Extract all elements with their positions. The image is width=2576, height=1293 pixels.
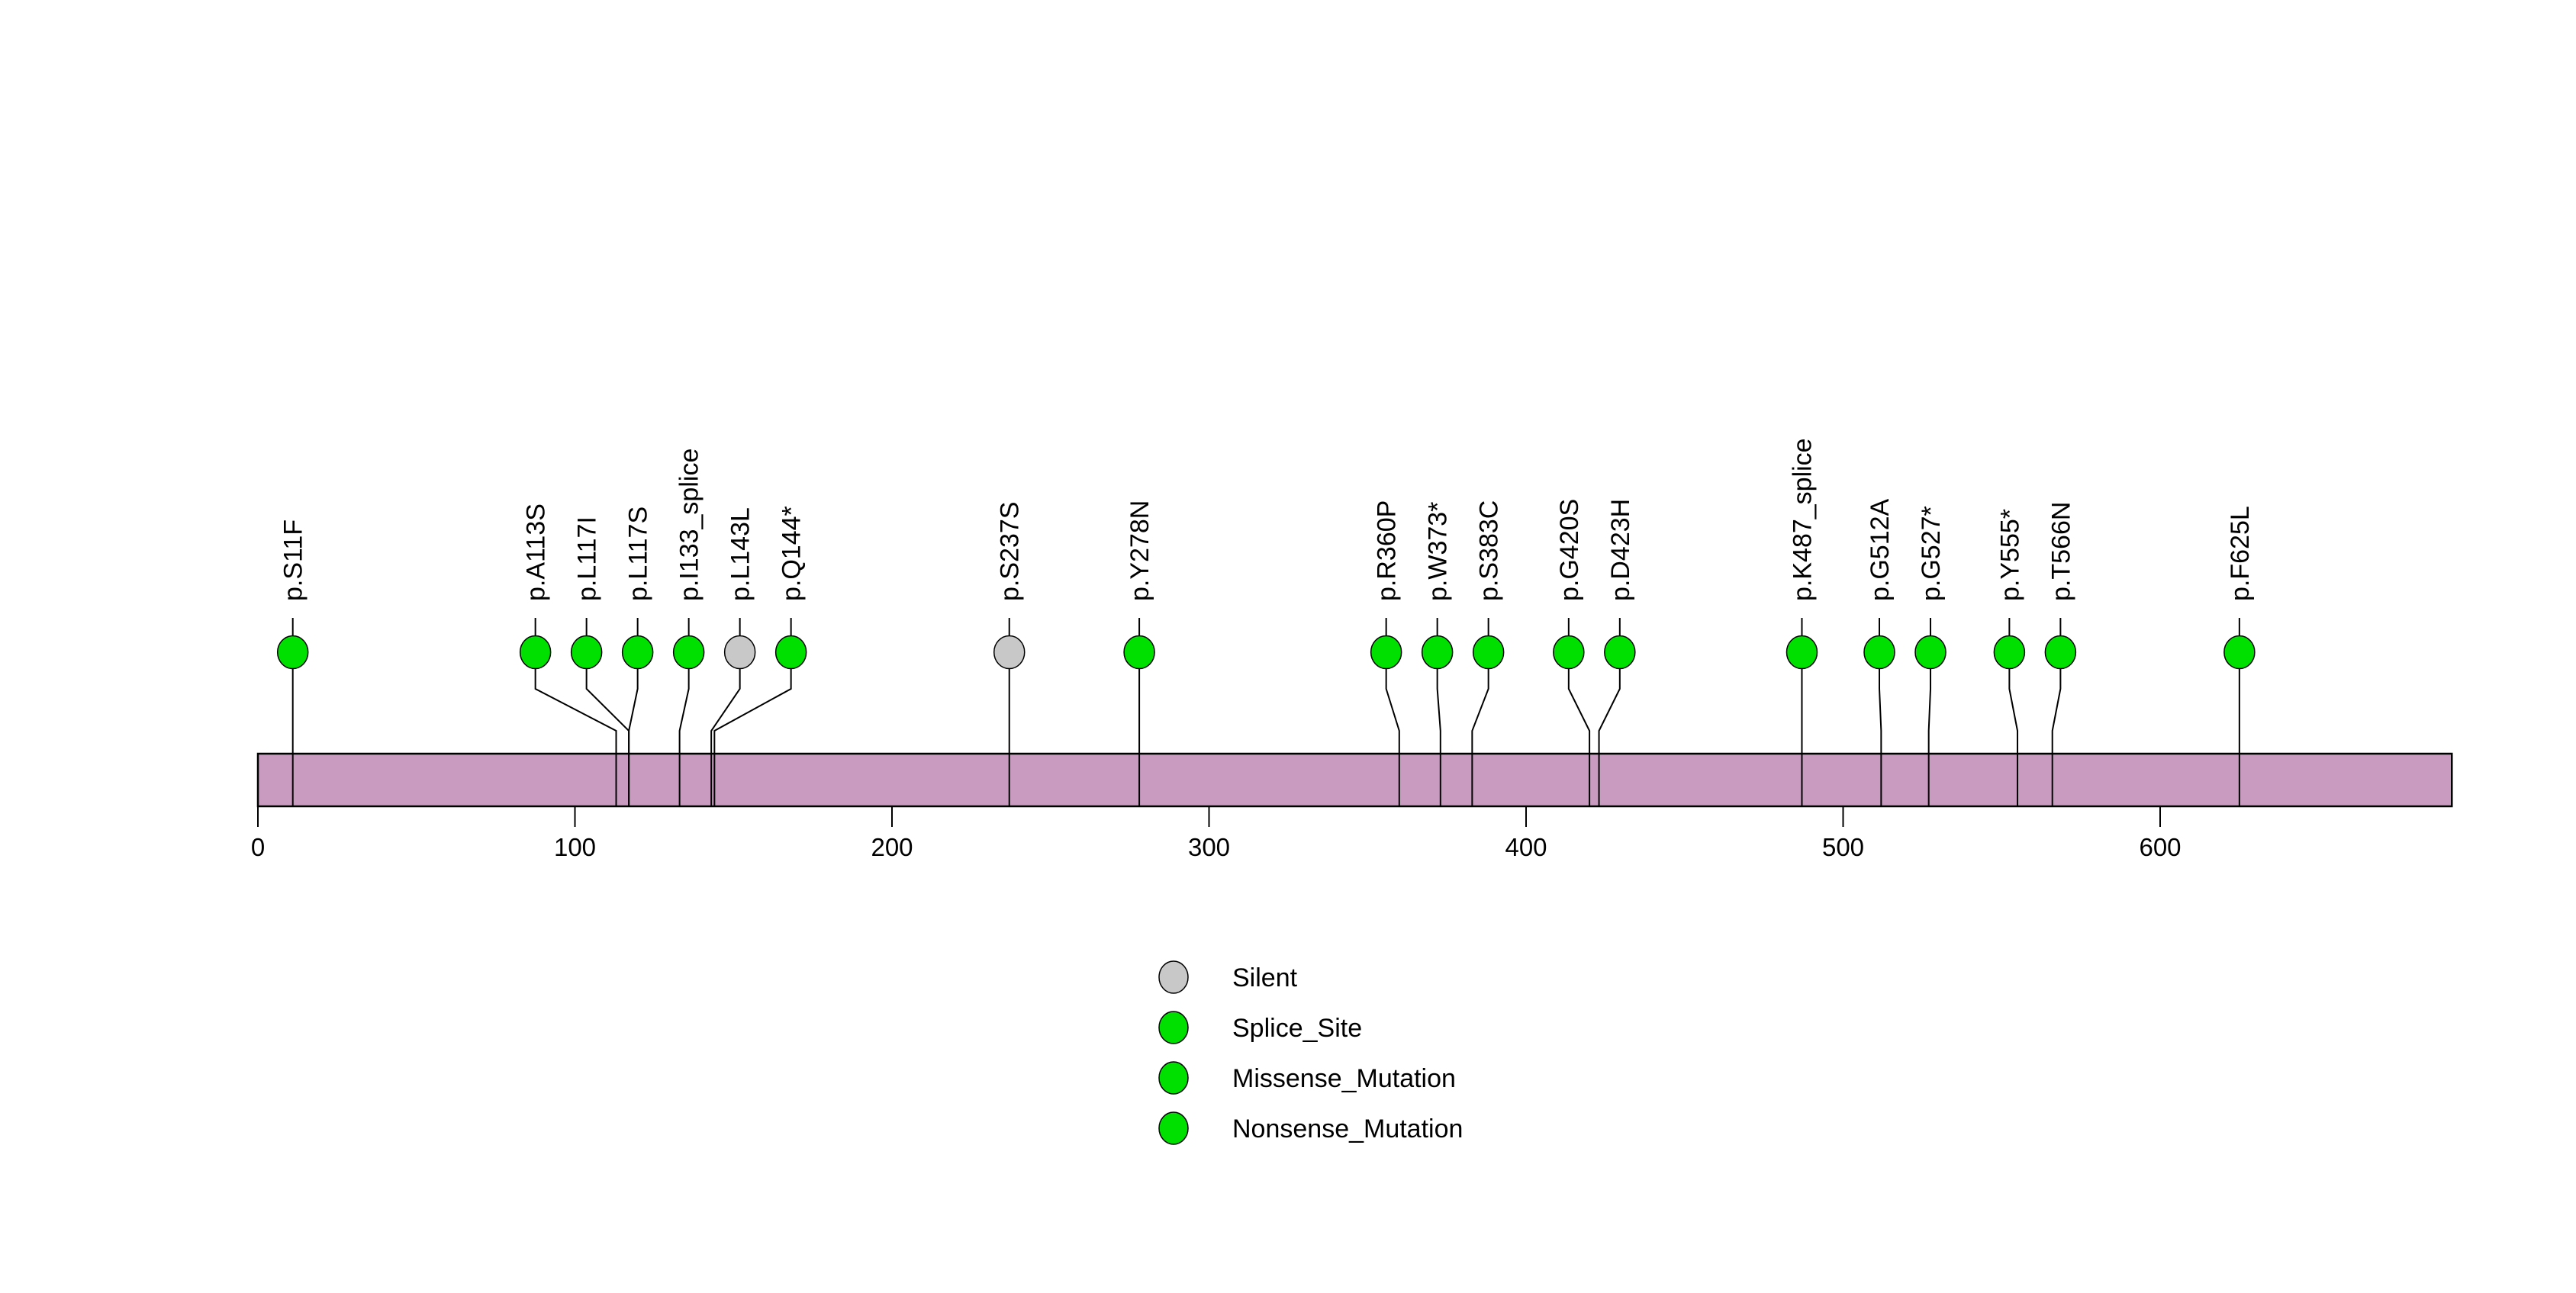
mutation-label: p.R360P: [1373, 500, 1402, 601]
mutation-label: p.S11F: [279, 519, 308, 601]
legend-swatch: [1158, 1011, 1189, 1044]
lollipop-stems-through-bar: [291, 754, 2240, 806]
mutation-label: p.S237S: [996, 502, 1025, 601]
lollipop-stem: [1436, 668, 1441, 754]
mutation-circle: [519, 635, 552, 670]
mutation-label: p.D423H: [1606, 499, 1635, 601]
mutation-circle: [993, 635, 1026, 670]
mutation-circle: [1863, 635, 1895, 670]
protein-bar: [256, 752, 2453, 808]
lollipop-stem: [2008, 668, 2019, 754]
lollipop-stem: [1385, 668, 1400, 754]
legend-item: Missense_Mutation: [1158, 1061, 1456, 1095]
mutation-label: p.G420S: [1555, 499, 1584, 601]
mutation-label: p.F625L: [2226, 506, 2255, 601]
legend-label: Missense_Mutation: [1232, 1064, 1456, 1093]
mutation-label: p.L117I: [573, 516, 602, 601]
mutation-circle: [723, 635, 756, 670]
lollipop-heads: [276, 635, 2256, 670]
lollipop-stem: [534, 668, 617, 754]
axis-tick-label: 200: [871, 833, 913, 861]
mutation-label: p.L117S: [624, 507, 653, 601]
mutation-label: p.K487_splice: [1788, 438, 1817, 601]
mutation-circle: [1993, 635, 2026, 670]
legend-item: Splice_Site: [1158, 1011, 1362, 1044]
lollipop-stem: [1927, 668, 1932, 754]
protein-bar-layer: [256, 752, 2453, 808]
legend-swatch: [1158, 1061, 1189, 1095]
mutation-label: p.I133_splice: [675, 449, 704, 601]
lollipop-stem: [1471, 668, 1489, 754]
mutation-circle: [621, 635, 654, 670]
mutation-label: p.Y555*: [1995, 509, 2024, 601]
mutation-circle: [1914, 635, 1946, 670]
lollipop-stem: [1598, 668, 1621, 754]
mutation-circle: [1785, 635, 1818, 670]
mutation-circle: [276, 635, 309, 670]
axis-tick-label: 100: [554, 833, 596, 861]
legend-label: Silent: [1232, 963, 1298, 992]
legend-swatch: [1158, 960, 1189, 994]
mutation-label: p.G527*: [1917, 506, 1946, 601]
lollipop-stem: [1567, 668, 1591, 754]
mutation-circle: [2044, 635, 2077, 670]
mutation-circle: [2223, 635, 2256, 670]
lollipop-stem: [1879, 668, 1882, 754]
mutation-label: p.W373*: [1424, 502, 1453, 601]
legend-label: Splice_Site: [1232, 1014, 1362, 1043]
mutation-label: p.T566N: [2046, 502, 2075, 601]
x-axis: 0 100 200 300 400 500 600: [251, 806, 2182, 861]
legend-swatch: [1158, 1111, 1189, 1145]
mutation-circle: [1123, 635, 1155, 670]
axis-tick-label: 600: [2139, 833, 2181, 861]
legend: SilentSplice_SiteMissense_MutationNonsen…: [1158, 960, 1463, 1145]
mutation-circle: [570, 635, 603, 670]
mutation-circle: [672, 635, 705, 670]
mutation-circle: [1604, 635, 1636, 670]
legend-item: Nonsense_Mutation: [1158, 1111, 1463, 1145]
axis-tick-label: 300: [1188, 833, 1230, 861]
mutation-circle: [774, 635, 807, 670]
mutation-circle: [1421, 635, 1454, 670]
mutation-circle: [1370, 635, 1402, 670]
mutation-label: p.G512A: [1866, 498, 1895, 601]
axis-tick-label: 500: [1822, 833, 1864, 861]
mutation-label: p.S383C: [1475, 500, 1504, 601]
mutation-label: p.A113S: [522, 503, 551, 601]
lollipop-stems: [291, 618, 2240, 754]
lollipop-stem: [713, 668, 792, 754]
axis-tick-label: 0: [251, 833, 265, 861]
legend-label: Nonsense_Mutation: [1232, 1114, 1463, 1143]
legend-item: Silent: [1158, 960, 1298, 994]
mutation-label: p.L143L: [726, 507, 755, 601]
lollipop-stem: [585, 668, 630, 754]
mutation-circle: [1472, 635, 1505, 670]
lollipop-stem: [2051, 668, 2062, 754]
mutation-label: p.Y278N: [1125, 500, 1154, 601]
mutation-circle: [1553, 635, 1585, 670]
mutation-labels: p.S11F p.A113S p.L117I p.L117S p.I133_splice…: [279, 438, 2255, 601]
lollipop-stem: [678, 668, 690, 754]
axis-tick-label: 400: [1505, 833, 1547, 861]
mutation-label: p.Q144*: [778, 506, 807, 601]
lollipop-stem: [628, 668, 639, 754]
lollipop-stem: [710, 668, 741, 754]
